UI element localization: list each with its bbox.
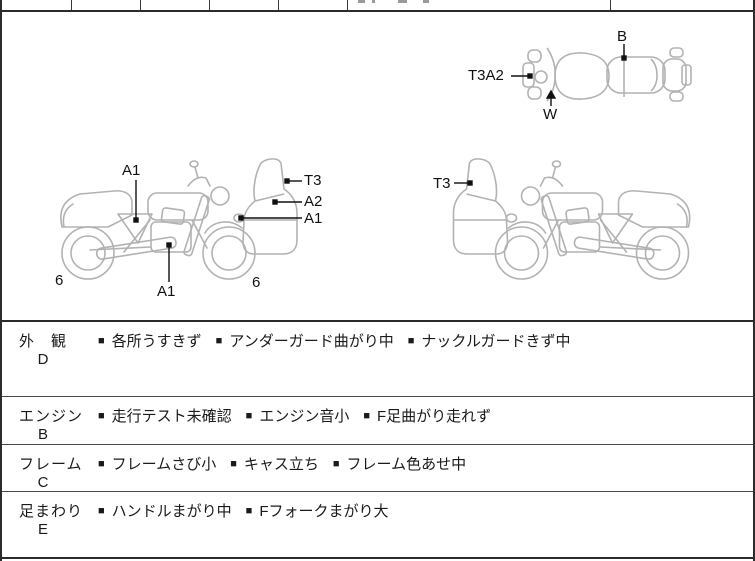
condition-item: ■ キャス立ち	[230, 453, 319, 474]
bullet-square-icon: ■	[245, 409, 253, 422]
callout-t3-windscreen: T3	[304, 172, 322, 189]
condition-item-text: フレームさび小	[111, 456, 217, 473]
condition-item: ■ F足曲がり走れず	[363, 405, 491, 426]
column-divider	[140, 0, 141, 10]
condition-item-text: Fフォークまがり大	[259, 503, 389, 520]
section-items: ■ 各所うすきず ■ アンダーガード曲がり中 ■ ナックルガードきず中	[98, 330, 571, 351]
column-divider	[209, 0, 210, 10]
bullet-square-icon: ■	[332, 457, 340, 470]
condition-item: ■ 各所うすきず	[98, 330, 202, 351]
callout-a1-engine: A1	[157, 283, 176, 300]
condition-item: ■ エンジン音小	[246, 405, 350, 426]
cropped-text-artifact	[358, 0, 365, 3]
grade-badge: B	[37, 426, 48, 443]
section-row-undercarriage: 足まわり E ■ ハンドルまがり中 ■ Fフォークまがり大	[2, 491, 753, 559]
condition-item-text: フレーム色あせ中	[346, 456, 467, 473]
column-divider	[71, 0, 72, 10]
section-row-frame: フレーム C ■ フレームさび小 ■ キャス立ち ■ フレーム色あせ中	[2, 444, 753, 491]
callout-t3a2-topview: T3A2	[468, 67, 504, 84]
callout-a1-front: A1	[304, 210, 323, 227]
bullet-square-icon: ■	[215, 334, 223, 347]
bullet-square-icon: ■	[407, 334, 415, 347]
cropped-text-artifact	[423, 0, 429, 3]
section-label: 外 観	[19, 333, 68, 350]
section-items: ■ 走行テスト未確認 ■ エンジン音小 ■ F足曲がり走れず	[98, 405, 491, 426]
section-label: フレーム	[19, 456, 83, 473]
condition-item-text: 走行テスト未確認	[111, 408, 232, 425]
section-label: 足まわり	[19, 503, 84, 520]
callout-6-rear-wheel: 6	[55, 272, 64, 289]
grade-badge: E	[37, 521, 48, 538]
callout-t3-cowl-right: T3	[433, 175, 451, 192]
section-row-engine: エンジン B ■ 走行テスト未確認 ■ エンジン音小 ■ F足曲がり走れず	[2, 396, 753, 444]
callout-6-front-wheel: 6	[252, 274, 261, 291]
bullet-square-icon: ■	[98, 457, 105, 470]
motorcycle-diagram-sketch	[59, 44, 692, 282]
condition-item-text: キャス立ち	[243, 456, 319, 473]
section-items: ■ ハンドルまがり中 ■ Fフォークまがり大	[98, 500, 389, 521]
cropped-table-row	[2, 0, 753, 12]
grade-badge: C	[37, 474, 49, 491]
cropped-text-artifact	[372, 0, 375, 3]
condition-item-text: エンジン音小	[259, 408, 350, 425]
callout-a1-seat: A1	[122, 162, 141, 179]
condition-item-text: ナックルガードきず中	[421, 333, 571, 350]
bullet-square-icon: ■	[230, 457, 237, 470]
cropped-text-artifact	[398, 0, 407, 3]
grade-badge: D	[37, 351, 49, 368]
condition-item: ■ ナックルガードきず中	[408, 330, 571, 351]
callout-w-topview: W	[543, 106, 558, 123]
condition-item-text: 各所うすきず	[111, 333, 202, 350]
bullet-square-icon: ■	[363, 409, 370, 422]
condition-item-text: アンダーガード曲がり中	[229, 333, 394, 350]
condition-item: ■ Fフォークまがり大	[246, 500, 389, 521]
bullet-square-icon: ■	[98, 504, 105, 517]
condition-item-text: ハンドルまがり中	[111, 503, 232, 520]
section-row-exterior: 外 観 D ■ 各所うすきず ■ アンダーガード曲がり中 ■ ナックルガードきず…	[2, 322, 753, 396]
bullet-square-icon: ■	[98, 334, 105, 347]
column-divider	[347, 0, 348, 10]
column-divider	[278, 0, 279, 10]
section-items: ■ フレームさび小 ■ キャス立ち ■ フレーム色あせ中	[98, 453, 466, 474]
section-label: エンジン	[19, 408, 84, 425]
column-divider	[610, 0, 611, 10]
left-bike-sketch	[59, 160, 256, 280]
callout-b-topview: B	[617, 28, 628, 45]
damage-diagram-panel: A1 A1 6 6 T3 A2 A1 T3 T3A2 B W	[2, 12, 753, 322]
condition-item: ■ ハンドルまがり中	[98, 500, 232, 521]
bullet-square-icon: ■	[98, 409, 105, 422]
top-view-sketch	[522, 47, 692, 102]
right-bike-sketch	[494, 160, 691, 280]
callout-leader-lines	[133, 44, 627, 282]
bullet-square-icon: ■	[245, 504, 253, 517]
condition-item-text: F足曲がり走れず	[377, 408, 492, 425]
condition-item: ■ フレームさび小	[98, 453, 216, 474]
callout-a2-cowl: A2	[304, 193, 323, 210]
condition-item: ■ 走行テスト未確認	[98, 405, 232, 426]
condition-item: ■ フレーム色あせ中	[333, 453, 466, 474]
condition-item: ■ アンダーガード曲がり中	[216, 330, 394, 351]
